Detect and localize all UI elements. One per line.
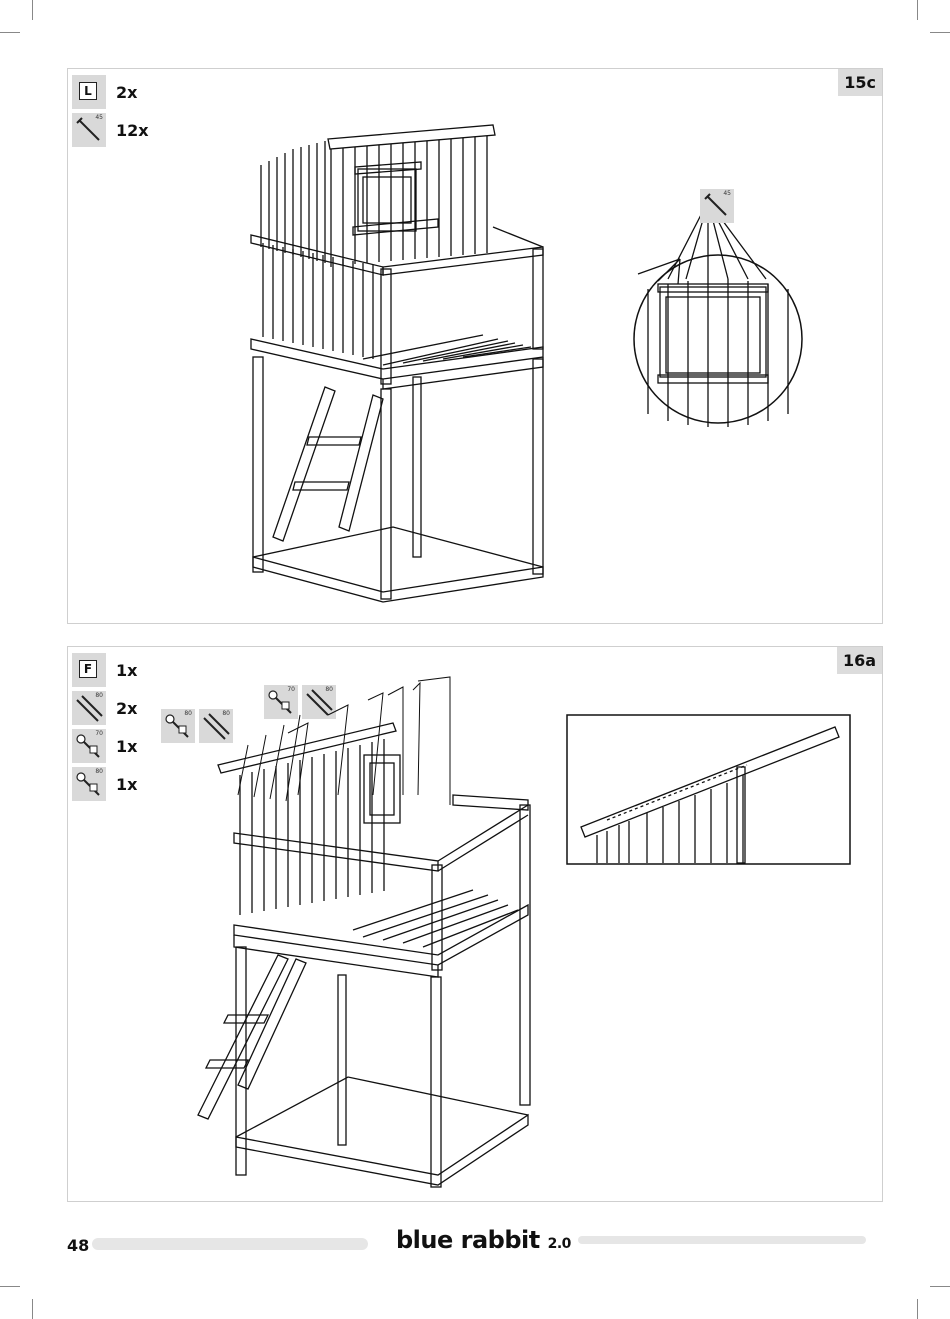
- bolt-drawing: [76, 734, 100, 758]
- bolt-drawing: [165, 714, 189, 738]
- screw-size: 45: [95, 114, 103, 121]
- screw-drawing: [306, 689, 333, 716]
- detail-boards: [647, 279, 789, 427]
- bolt-size: 80: [184, 710, 192, 717]
- post: [235, 946, 247, 1176]
- part-row: L 2x: [72, 75, 137, 109]
- screw-drawing: [76, 695, 103, 722]
- bolt-size: 70: [95, 730, 103, 737]
- part-qty: 1x: [116, 736, 138, 756]
- posts: [252, 356, 544, 600]
- brand-logo: blue rabbit 2.0: [396, 1226, 571, 1254]
- part-row: 70 1x: [72, 729, 137, 763]
- platform-floor: [250, 334, 544, 390]
- detail-circle: [633, 208, 803, 427]
- screw-drawing: [203, 713, 230, 740]
- part-letter: L: [79, 82, 97, 100]
- base-frame: [235, 1113, 529, 1186]
- screw-pair-icon: 80: [72, 691, 106, 725]
- bolt-icon: 70: [72, 729, 106, 763]
- footer-bar-right: [578, 1236, 866, 1244]
- part-row: 45 12x: [72, 113, 149, 147]
- ladder: [272, 386, 384, 542]
- part-row: 80 2x: [72, 691, 137, 725]
- crop-mark: [917, 1299, 918, 1319]
- base-frame: [252, 526, 544, 603]
- callout-screw-icon: 80: [199, 709, 233, 743]
- part-qty: 1x: [116, 660, 138, 680]
- crop-mark: [32, 1299, 33, 1319]
- part-qty: 2x: [116, 82, 138, 102]
- screw-size: 80: [222, 710, 230, 717]
- crop-mark: [917, 0, 918, 20]
- part-qty: 12x: [116, 120, 149, 140]
- brand-version: 2.0: [547, 1236, 572, 1252]
- bolt-drawing: [268, 690, 292, 714]
- post: [337, 974, 347, 1146]
- step-15c-panel: 15c L 2x 45 12x: [67, 68, 883, 624]
- detail-screw-icon: 45: [700, 189, 734, 223]
- brand-name: blue rabbit: [396, 1226, 540, 1254]
- step-16a-panel: 16a F 1x 80 2x 70 1x 80: [67, 646, 883, 1202]
- step-label: 15c: [838, 69, 882, 96]
- bolt-icon: 80: [72, 767, 106, 801]
- roof-detail-view: [566, 714, 851, 865]
- screw-drawing: [76, 117, 100, 141]
- part-row: 80 1x: [72, 767, 137, 801]
- part-qty: 2x: [116, 698, 138, 718]
- panel-part-icon: L: [72, 75, 106, 109]
- callout-bolt-icon: 80: [161, 709, 195, 743]
- part-row: F 1x: [72, 653, 137, 687]
- screw-size: 45: [723, 190, 731, 197]
- side-window: [363, 754, 401, 824]
- bolt-size: 70: [287, 686, 295, 693]
- part-qty: 1x: [116, 774, 138, 794]
- step-label: 16a: [836, 647, 882, 674]
- play-tower-drawing: [250, 124, 544, 603]
- post: [430, 976, 442, 1188]
- screw-size: 80: [95, 692, 103, 699]
- crop-mark: [930, 1286, 950, 1287]
- footer-bar-left: [92, 1238, 368, 1250]
- callout-screw-icon: 80: [302, 685, 336, 719]
- page-number: 48: [67, 1236, 90, 1255]
- front-wall-boards: [239, 739, 385, 915]
- callout-bolt-icon: 70: [264, 685, 298, 719]
- back-wall-boards: [260, 124, 496, 267]
- roof-beam: [217, 722, 397, 774]
- ladder: [197, 954, 307, 1120]
- panel-part-icon: F: [72, 653, 106, 687]
- window-frame: [352, 161, 439, 236]
- crop-mark: [930, 32, 950, 33]
- part-letter: F: [79, 660, 97, 678]
- screw-icon: 45: [72, 113, 106, 147]
- bolt-size: 80: [95, 768, 103, 775]
- crop-mark: [0, 1286, 20, 1287]
- screw-drawing: [704, 193, 727, 216]
- upper-railing: [250, 226, 544, 385]
- crop-mark: [0, 32, 20, 33]
- crop-mark: [32, 0, 33, 20]
- play-tower-roof-drawing: [197, 676, 531, 1188]
- screw-size: 80: [325, 686, 333, 693]
- bolt-drawing: [76, 772, 100, 796]
